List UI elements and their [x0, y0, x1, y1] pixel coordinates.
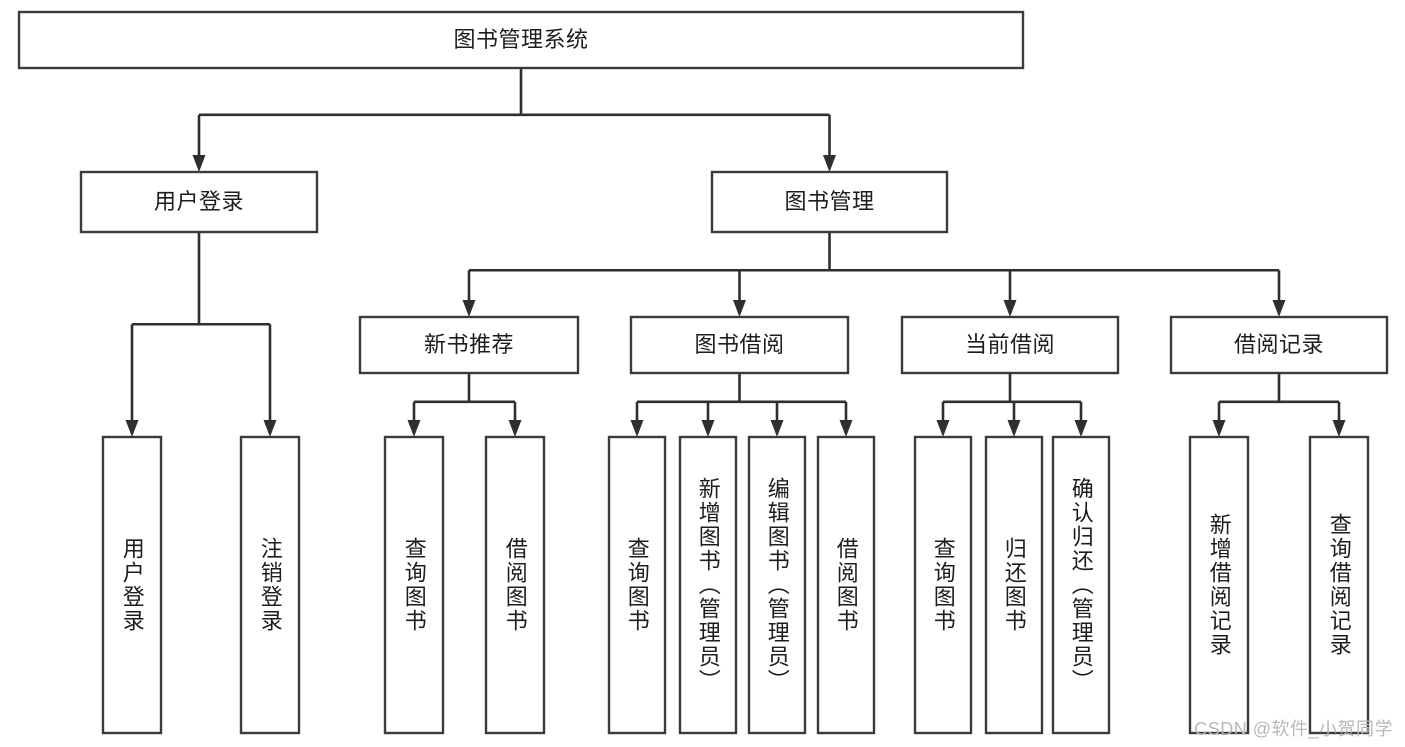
watermark-text: CSDN @软件_小贺同学 [1194, 719, 1393, 739]
node-box-leaf-user-login[interactable] [101, 435, 163, 735]
arrowhead-icon [1332, 420, 1346, 437]
node-box-leaf-query-book-borrow[interactable] [607, 435, 667, 735]
node-box-leaf-return-book[interactable] [984, 435, 1044, 735]
node-box-leaf-query-book-recommend[interactable] [383, 435, 445, 735]
node-box-borrow-record[interactable] [1169, 315, 1389, 375]
arrowhead-icon [733, 300, 746, 317]
node-box-leaf-add-book[interactable] [678, 435, 738, 735]
node-box-current-borrow[interactable] [900, 315, 1120, 375]
arrowhead-icon [936, 420, 950, 437]
node-box-book-borrow[interactable] [629, 315, 850, 375]
arrowhead-icon [630, 420, 644, 437]
arrowhead-icon [462, 300, 476, 317]
arrowhead-icon [1074, 420, 1088, 437]
arrowhead-icon [1212, 420, 1226, 437]
node-box-leaf-add-borrow-record[interactable] [1188, 435, 1250, 735]
arrowhead-icon [263, 420, 277, 437]
node-box-leaf-query-borrow-record[interactable] [1308, 435, 1370, 735]
arrowhead-icon [508, 420, 522, 437]
arrowhead-icon [1007, 420, 1021, 437]
node-box-leaf-borrow-book-recommend[interactable] [484, 435, 546, 735]
node-box-new-book-recommend[interactable] [358, 315, 580, 375]
arrowhead-icon [407, 420, 421, 437]
node-box-leaf-confirm-return[interactable] [1051, 435, 1111, 735]
node-box-leaf-edit-book[interactable] [747, 435, 807, 735]
arrowhead-icon [1272, 300, 1286, 317]
arrowhead-icon [770, 420, 784, 437]
connector-layer [125, 68, 1346, 437]
arrowhead-icon [125, 420, 139, 437]
arrowhead-icon [839, 420, 853, 437]
node-box-book-manage[interactable] [710, 170, 949, 234]
node-box-root[interactable] [17, 10, 1025, 70]
arrowhead-icon [1003, 300, 1017, 317]
arrowhead-icon [192, 155, 206, 172]
node-box-leaf-borrow-book[interactable] [816, 435, 876, 735]
arrowhead-icon [823, 155, 836, 172]
node-box-layer [17, 10, 1389, 735]
node-box-leaf-query-book-current[interactable] [913, 435, 973, 735]
node-box-leaf-logout[interactable] [239, 435, 301, 735]
arrowhead-icon [701, 420, 715, 437]
node-box-user-login[interactable] [79, 170, 319, 234]
